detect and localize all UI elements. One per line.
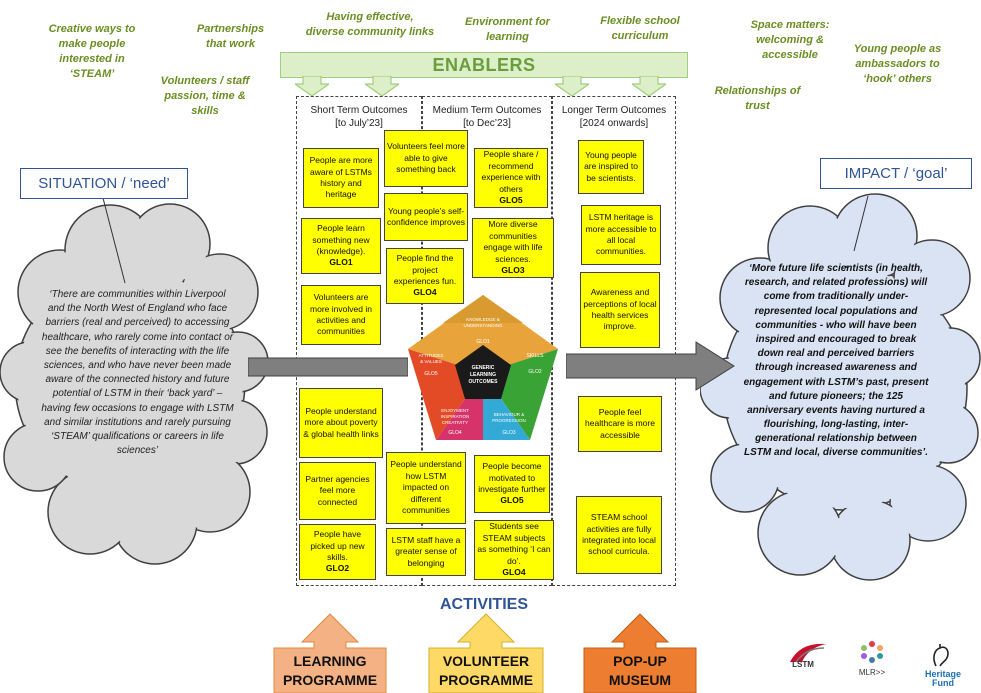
outcome-card: Students see STEAM subjects as something… (474, 520, 554, 580)
glo-center-label: OUTCOMES (469, 379, 499, 385)
down-arrow-icon (365, 76, 399, 96)
outcome-card: STEAM school activities are fully integr… (576, 496, 662, 574)
outcome-card: People learn something new (knowledge). … (301, 218, 381, 274)
glo5-code: GLO5 (424, 371, 438, 377)
situation-cloud (0, 203, 269, 565)
lstm-logo: LSTM (792, 660, 814, 669)
glo1-code: GLO1 (476, 339, 490, 345)
outcome-card: People become motivated to investigate f… (474, 455, 550, 513)
down-arrow-icon (295, 76, 329, 96)
short-term-heading: Short Term Outcomes [to July’23] (310, 105, 408, 129)
glo1-segment-top (443, 295, 523, 323)
glo-center-label: GENERIC (472, 365, 495, 371)
outcome-card: Young people’s self-confidence improves (384, 193, 468, 241)
glo4-label: CREATIVITY (442, 420, 468, 425)
glo2-code: GLO2 (528, 369, 542, 375)
down-arrow-icon (555, 76, 589, 96)
situation-text: ‘There are communities within Liverpool … (41, 289, 234, 457)
outcome-card: People share / recommend experience with… (474, 148, 548, 208)
glo5-label: & VALUES (420, 359, 442, 364)
glo1-label: UNDERSTANDING (464, 323, 503, 328)
impact-title: IMPACT / ‘goal’ (820, 158, 972, 189)
medium-term-heading: Medium Term Outcomes [to Dec’23] (432, 105, 542, 129)
impact-arrow (566, 341, 735, 391)
glo4-label: INSPIRATION (441, 414, 469, 419)
glo5-label: ATTITUDES (419, 353, 444, 358)
glo-center-label: LEARNING (470, 372, 496, 378)
outcome-card: People understand how LSTM impacted on d… (386, 452, 466, 524)
pop-up-museum-arrow (583, 613, 697, 693)
outcome-card: Partner agencies feel more connected (299, 462, 376, 520)
enabler-environment: Environment for learning (465, 16, 550, 43)
outcome-card: Volunteers feel more able to give someth… (384, 130, 468, 187)
enabler-volunteers-staff: Volunteers / staff passion, time & skill… (160, 75, 250, 117)
outcome-card: Young people are inspired to be scientis… (578, 140, 644, 194)
long-term-heading: Longer Term Outcomes [2024 onwards] (561, 105, 667, 129)
enabler-space-matters: Space matters: welcoming & accessible (750, 19, 830, 61)
mlr-logo: MLR>> (858, 668, 886, 677)
impact-pointer-line (853, 196, 869, 252)
impact-text: ‘More future life scientists (in health,… (743, 263, 929, 459)
enabler-relationships-trust: Relationships of trust (714, 85, 801, 112)
glo-center (455, 345, 511, 399)
glo1-label: KNOWLEDGE & (466, 317, 500, 322)
volunteer-programme-arrow (428, 613, 544, 693)
activities-label: ACTIVITIES (439, 596, 528, 613)
enabler-partnerships: Partnerships that work (196, 23, 265, 50)
glo3-label: PROGRESSION (492, 418, 526, 423)
glo4-code: GLO4 (448, 430, 462, 436)
learning-programme-label: LEARNING PROGRAMME (282, 653, 378, 688)
heritage-fund-logo-icon (933, 644, 949, 667)
situation-title: SITUATION / ‘need’ (20, 168, 188, 199)
glo2-label: SKILLS (527, 353, 545, 359)
outcome-card: People understand more about poverty & g… (299, 388, 383, 458)
enabler-community-links: Having effective, diverse community link… (305, 11, 435, 38)
outcome-card: LSTM heritage is more accessible to all … (581, 205, 661, 265)
enabler-young-people-ambassadors: Young people as ambassadors to ‘hook’ ot… (853, 43, 942, 85)
outcome-card: LSTM staff have a greater sense of belon… (386, 528, 466, 576)
mlr-logo-icon (861, 641, 883, 663)
long-term-column (552, 96, 676, 586)
outcome-card: People find the project experiences fun.… (386, 248, 464, 304)
volunteer-programme-label: VOLUNTEER PROGRAMME (438, 653, 534, 688)
learning-programme-arrow (273, 613, 387, 693)
glo3-code: GLO3 (502, 430, 516, 436)
enablers-banner (280, 52, 688, 78)
lstm-logo-icon (790, 643, 826, 663)
enabler-flexible-curriculum: Flexible school curriculum (600, 15, 680, 42)
outcome-card: People feel healthcare is more accessibl… (578, 396, 662, 452)
pop-up-museum-label: POP-UP MUSEUM (608, 653, 672, 688)
enablers-label: ENABLERS (432, 55, 536, 75)
down-arrow-icon (632, 76, 666, 96)
outcome-card: Awareness and perceptions of local healt… (580, 272, 660, 348)
enabler-creative-ways: Creative ways to make people interested … (48, 23, 136, 80)
situation-arrow (248, 357, 408, 377)
outcome-card: People have picked up new skills. GLO2 (299, 524, 376, 580)
situation-pointer-line (102, 198, 126, 284)
outcome-card: Volunteers are more involved in activiti… (301, 285, 381, 345)
outcome-card: People are more aware of LSTMs history a… (303, 148, 379, 208)
glo-pentagon: GENERIC LEARNING OUTCOMES KNOWLEDGE & UN… (408, 295, 558, 440)
glo4-label: ENJOYMENT (441, 408, 469, 413)
outcome-card: More diverse communities engage with lif… (472, 218, 554, 278)
glo3-label: BEHAVIOUR & (494, 412, 524, 417)
